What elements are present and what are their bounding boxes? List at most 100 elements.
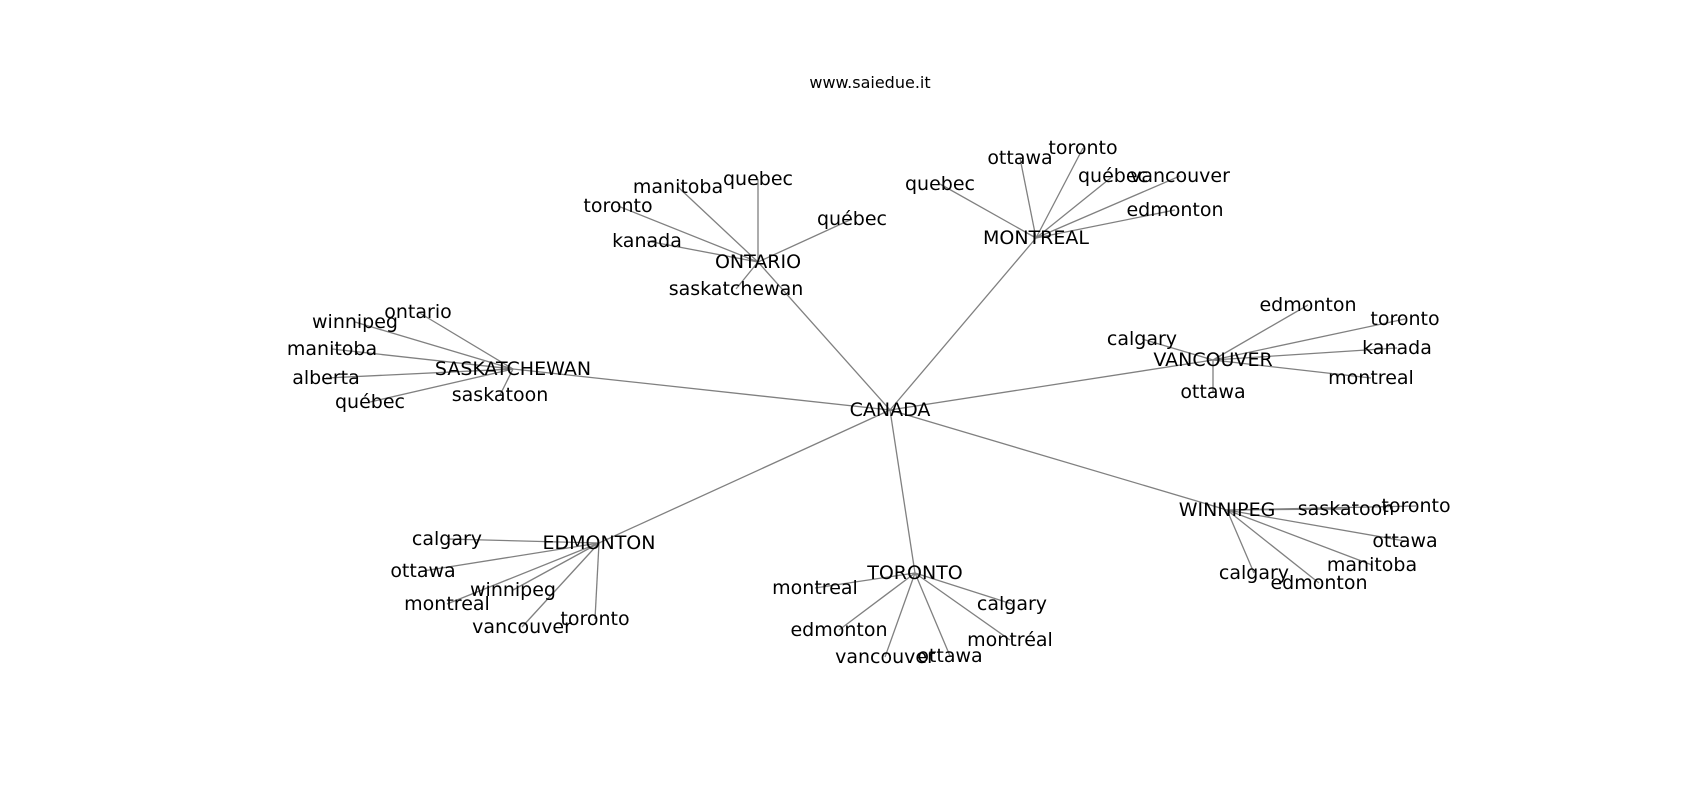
leaf-node-label: edmonton — [1270, 572, 1367, 594]
edge-branch-to-leaf — [369, 368, 514, 403]
leaf-node-label: vancouver — [472, 616, 572, 638]
edge-branch-to-leaf — [1226, 505, 1417, 511]
edge-root-to-branch — [889, 409, 1228, 511]
branch-node-label: WINNIPEG — [1179, 499, 1276, 521]
edge-branch-to-leaf — [354, 321, 514, 370]
leaf-node-label: edmonton — [1126, 199, 1223, 221]
edge-branch-to-leaf — [325, 368, 514, 379]
edge-branch-to-leaf — [914, 572, 951, 657]
branch-node-label: ONTARIO — [715, 251, 801, 273]
leaf-node-label: ottawa — [1372, 530, 1437, 552]
leaf-node-label: toronto — [1048, 137, 1117, 159]
edge-root-to-branch — [598, 409, 891, 544]
leaf-node-label: québec — [1078, 165, 1148, 187]
leaf-node-label: calgary — [977, 593, 1047, 615]
edge-branch-to-leaf — [1035, 209, 1176, 239]
edge-root-to-branch — [889, 237, 1037, 411]
edge-branch-to-leaf — [1035, 175, 1181, 239]
leaf-node-label: montréal — [967, 629, 1053, 651]
edge-branch-to-leaf — [1226, 509, 1255, 574]
leaf-node-label: calgary — [412, 528, 482, 550]
edge-branch-to-leaf — [914, 572, 1011, 641]
edge-branch-to-leaf — [814, 572, 916, 589]
leaf-node-label: toronto — [1381, 495, 1450, 517]
branch-node-label: VANCOUVER — [1153, 349, 1272, 371]
edge-root-to-branch — [512, 368, 891, 411]
edge-branch-to-leaf — [1035, 175, 1114, 239]
edge-branch-to-leaf — [884, 572, 916, 658]
leaf-node-label: edmonton — [790, 619, 887, 641]
edges-layer — [325, 147, 1417, 658]
leaf-node-label: ottawa — [1180, 381, 1245, 403]
leaf-node-label: toronto — [1370, 308, 1439, 330]
leaf-node-label: ottawa — [987, 147, 1052, 169]
leaf-node-label: ottawa — [917, 645, 982, 667]
edge-branch-to-leaf — [594, 542, 600, 620]
leaf-node-label: manitoba — [1327, 554, 1417, 576]
branch-node-label: TORONTO — [866, 562, 963, 584]
edge-branch-to-leaf — [757, 218, 853, 263]
branch-node-label: MONTREAL — [983, 227, 1089, 249]
edge-branch-to-leaf — [521, 542, 600, 628]
root-node-label: CANADA — [850, 399, 931, 421]
edge-root-to-branch — [889, 359, 1214, 411]
labels-layer: CANADAMONTREALquebecottawatorontoquébecv… — [287, 137, 1451, 668]
branch-node-label: SASKATCHEWAN — [435, 358, 591, 380]
edge-branch-to-leaf — [499, 368, 514, 396]
edge-branch-to-leaf — [677, 186, 759, 263]
leaf-node-label: saskatoon — [1298, 498, 1395, 520]
edge-branch-to-leaf — [1212, 347, 1398, 361]
leaf-node-label: calgary — [1107, 328, 1177, 350]
leaf-node-label: quebec — [723, 168, 793, 190]
edge-branch-to-leaf — [1226, 509, 1373, 566]
edge-branch-to-leaf — [735, 261, 759, 290]
leaf-node-label: ottawa — [390, 560, 455, 582]
edge-branch-to-leaf — [939, 183, 1037, 239]
edge-branch-to-leaf — [417, 311, 514, 370]
leaf-node-label: montreal — [404, 593, 490, 615]
edge-branch-to-leaf — [646, 240, 759, 263]
leaf-node-label: montreal — [772, 577, 858, 599]
edge-branch-to-leaf — [1226, 509, 1406, 542]
leaf-node-label: kanada — [1362, 337, 1432, 359]
edge-branch-to-leaf — [617, 205, 759, 263]
leaf-node-label: vancouver — [1130, 165, 1230, 187]
edge-branch-to-leaf — [422, 542, 600, 572]
leaf-node-label: kanada — [612, 230, 682, 252]
leaf-node-label: saskatoon — [452, 384, 549, 406]
leaf-node-label: winnipeg — [312, 311, 398, 333]
edge-branch-to-leaf — [446, 538, 600, 544]
leaf-node-label: québec — [817, 208, 887, 230]
edge-branch-to-leaf — [1212, 304, 1309, 361]
leaf-node-label: montreal — [1328, 367, 1414, 389]
edge-branch-to-leaf — [1212, 318, 1406, 361]
leaf-node-label: québec — [335, 391, 405, 413]
edge-branch-to-leaf — [446, 542, 600, 605]
edge-branch-to-leaf — [1035, 147, 1084, 239]
edge-branch-to-leaf — [838, 572, 916, 631]
leaf-node-label: ontario — [384, 301, 451, 323]
edge-root-to-branch — [757, 261, 891, 411]
leaf-node-label: saskatchewan — [669, 278, 804, 300]
leaf-node-label: toronto — [560, 608, 629, 630]
leaf-node-label: alberta — [292, 367, 360, 389]
edge-branch-to-leaf — [512, 542, 600, 591]
leaf-node-label: quebec — [905, 173, 975, 195]
diagram-caption: www.saiedue.it — [809, 73, 930, 92]
edge-branch-to-leaf — [1212, 359, 1372, 379]
leaf-node-label: manitoba — [633, 176, 723, 198]
branch-node-label: EDMONTON — [543, 532, 656, 554]
edge-branch-to-leaf — [331, 348, 514, 370]
leaf-node-label: toronto — [583, 195, 652, 217]
leaf-node-label: calgary — [1219, 562, 1289, 584]
leaf-node-label: manitoba — [287, 338, 377, 360]
leaf-node-label: vancouver — [835, 646, 935, 668]
edge-branch-to-leaf — [1019, 157, 1037, 239]
leaf-node-label: edmonton — [1259, 294, 1356, 316]
leaf-node-label: winnipeg — [470, 579, 556, 601]
edge-branch-to-leaf — [914, 572, 1013, 605]
edge-branch-to-leaf — [1226, 509, 1320, 584]
edge-branch-to-leaf — [1141, 338, 1214, 361]
